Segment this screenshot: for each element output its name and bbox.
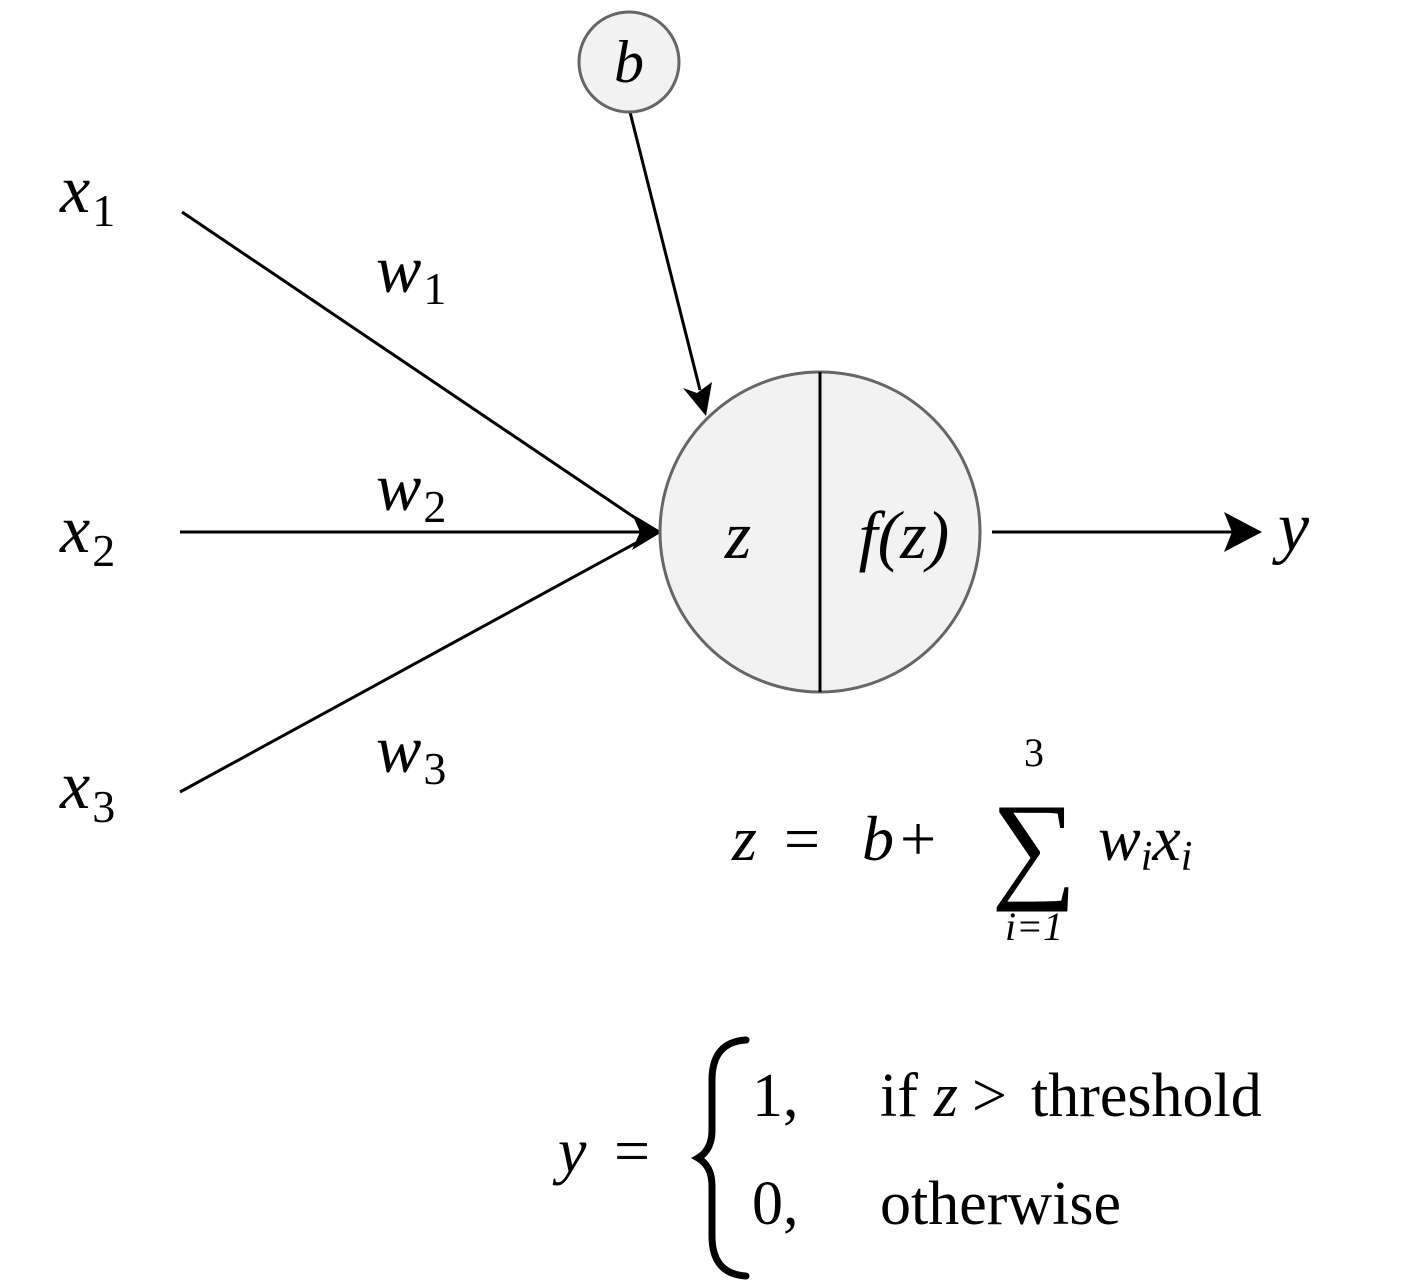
case-one-value: 1,: [752, 1062, 799, 1130]
svg-text:x3: x3: [59, 747, 115, 832]
edge-x3: [179, 530, 657, 794]
neuron-sum-label: z: [724, 497, 751, 573]
sum-lower-limit: i=1: [1005, 904, 1063, 949]
input-label-x3: x3: [59, 747, 115, 832]
svg-text:w1: w1: [376, 231, 446, 314]
sum-term: wixi: [1098, 803, 1192, 880]
output-arrowhead: [1224, 512, 1262, 552]
case-two-condition: otherwise: [880, 1170, 1121, 1238]
input-label-x1: x1: [59, 151, 115, 236]
weighted-sum-equation: z = b + 3 ∑ i=1 wixi: [731, 730, 1192, 949]
svg-text:w3: w3: [376, 711, 446, 794]
activation-equals: =: [614, 1115, 650, 1186]
case-two-value: 0,: [752, 1170, 799, 1238]
edge-bias: [628, 111, 702, 391]
svg-text:w2: w2: [376, 449, 446, 532]
output-label: y: [1272, 489, 1310, 566]
sum-lhs: z: [731, 803, 757, 874]
bias-node: [577, 10, 681, 114]
input-label-x2: x2: [59, 491, 115, 576]
sum-equals: =: [784, 803, 820, 874]
activation-lhs: y: [552, 1115, 587, 1186]
weight-label-w2: w2: [376, 449, 446, 532]
sum-bias: b: [862, 803, 894, 874]
bias-label: b: [614, 29, 644, 95]
bias-arrowhead: [683, 382, 712, 416]
sum-plus: +: [900, 803, 936, 874]
weight-label-w1: w1: [376, 231, 446, 314]
svg-text:x2: x2: [59, 491, 115, 576]
edge-x1: [181, 210, 657, 534]
input-arrowhead: [632, 514, 662, 550]
neuron-activation-label: f(z): [859, 497, 950, 573]
sum-upper-limit: 3: [1024, 730, 1044, 775]
cases-brace: [690, 1036, 750, 1280]
svg-text:x1: x1: [59, 151, 115, 236]
weight-label-w3: w3: [376, 711, 446, 794]
sigma-symbol: ∑: [991, 779, 1077, 912]
